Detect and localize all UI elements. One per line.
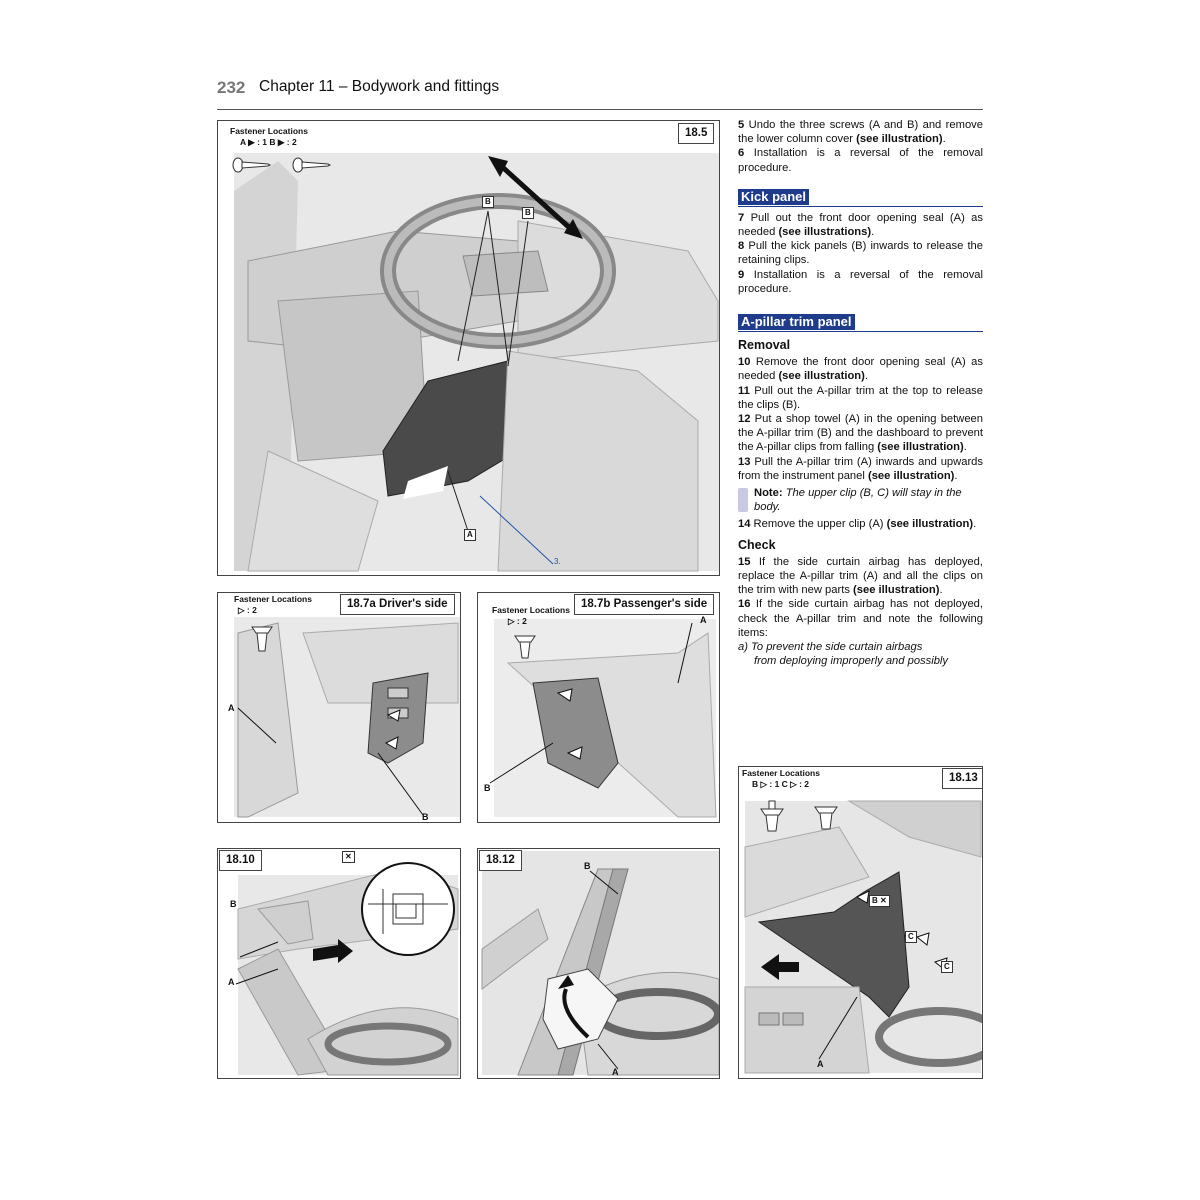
paragraph-11: 11 Pull out the A-pillar trim at the top… (738, 384, 983, 411)
figure-18-13: Fastener Locations B ▷ : 1 C ▷ : 2 18.13… (738, 766, 983, 1079)
check-heading: Check (738, 537, 776, 552)
callout-b: B (484, 783, 491, 793)
removal-heading: Removal (738, 338, 791, 353)
paragraph-7: 7 Pull out the front door opening seal (… (738, 211, 983, 239)
shop-towel-illustration (481, 851, 719, 1076)
fastener-codes: B ▷ : 1 C ▷ : 2 (752, 779, 809, 789)
kick-panel-heading: Kick panel (738, 188, 983, 207)
fastener-legend: Fastener Locations ▷ : 2 (234, 594, 312, 616)
figure-number: 18.7a Driver's side (340, 594, 455, 615)
paragraph-14: 14 Remove the upper clip (A) (see illust… (738, 518, 977, 531)
figure-18-12: 18.12 B A (477, 848, 720, 1079)
a-pillar-heading: A-pillar trim panel (738, 314, 983, 333)
screw-icon (232, 157, 272, 173)
figure-18-7a: Fastener Locations ▷ : 2 18.7a Driver's … (217, 592, 461, 823)
page-header: 232 Chapter 11 – Bodywork and fittings (217, 78, 983, 110)
callout-b: B (422, 812, 429, 822)
callout-b: B (584, 861, 591, 871)
fastener-legend: Fastener Locations B ▷ : 1 C ▷ : 2 (742, 768, 820, 790)
paragraph-9: 9 Installation is a reversal of the remo… (738, 268, 983, 295)
clip-icon (514, 635, 536, 659)
fastener-legend: Fastener Locations A ▶ : 1 B ▶ : 2 (230, 126, 308, 148)
callout-a: A (228, 703, 235, 713)
figure-number: 18.13 (942, 768, 982, 789)
paragraph-15: 15 If the side curtain airbag has deploy… (738, 555, 983, 597)
chapter-title: Chapter 11 – Bodywork and fittings (259, 78, 500, 95)
text-column: 5 Undo the three screws (A and B) and re… (738, 118, 983, 669)
note-box: Note: The upper clip (B, C) will stay in… (738, 486, 983, 514)
callout-b: B (230, 899, 237, 909)
callout-b: B (522, 207, 534, 219)
callout-a: A (612, 1067, 619, 1077)
callout-a: A (228, 977, 235, 987)
callout-three: 3. (554, 557, 561, 566)
clip-icon (814, 806, 838, 830)
figure-18-5: Fastener Locations A ▶ : 1 B ▶ : 2 18.5 … (217, 120, 720, 576)
paragraph-6: 6 Installation is a reversal of the remo… (738, 147, 983, 174)
clip-icon (760, 800, 784, 832)
sub-item-a: a) To prevent the side curtain airbags f… (738, 641, 949, 668)
figure-number: 18.12 (479, 850, 522, 871)
fastener-codes: ▷ : 2 (508, 616, 527, 626)
callout-b-x: B ✕ (869, 895, 890, 907)
paragraph-8: 8 Pull the kick panels (B) inwards to re… (738, 240, 983, 267)
paragraph-13: 13 Pull the A-pillar trim (A) inwards an… (738, 455, 983, 482)
figure-18-10: 18.10 ✕ B A (217, 848, 461, 1079)
paragraph-10: 10 Remove the front door opening seal (A… (738, 356, 983, 383)
callout-a: A (817, 1059, 824, 1069)
paragraph-5: 5 Undo the three screws (A and B) and re… (738, 119, 983, 146)
clip-icon (251, 626, 273, 652)
fastener-codes: ▷ : 2 (238, 605, 257, 615)
figure-number: 18.5 (678, 123, 715, 144)
callout-x: ✕ (342, 851, 355, 863)
door-seal-illustration (235, 862, 459, 1076)
a-pillar-trim-illustration (744, 800, 982, 1074)
callout-a: A (700, 615, 707, 625)
drivers-kick-panel-illustration (234, 617, 460, 818)
paragraph-12: 12 Put a shop towel (A) in the opening b… (738, 413, 983, 454)
fastener-title: Fastener Locations (492, 605, 570, 615)
callout-c: C (941, 961, 953, 973)
callout-b: B (482, 196, 494, 208)
paragraph-16: 16 If the side curtain airbag has not de… (738, 598, 983, 639)
fastener-codes: A ▶ : 1 B ▶ : 2 (240, 137, 297, 147)
callout-a: A (464, 529, 476, 541)
fastener-title: Fastener Locations (230, 126, 308, 136)
fastener-legend: Fastener Locations ▷ : 2 (492, 605, 570, 627)
fastener-title: Fastener Locations (742, 768, 820, 778)
figure-number: 18.10 (219, 850, 262, 871)
steering-column-illustration (234, 153, 719, 572)
note-bar (738, 488, 748, 513)
fastener-title: Fastener Locations (234, 594, 312, 604)
page-number: 232 (217, 78, 246, 97)
passengers-kick-panel-illustration (489, 619, 717, 818)
callout-c: C (905, 931, 917, 943)
figure-number: 18.7b Passenger's side (574, 594, 715, 615)
figure-18-7b: Fastener Locations ▷ : 2 18.7b Passenger… (477, 592, 720, 823)
screw-icon (292, 157, 332, 173)
